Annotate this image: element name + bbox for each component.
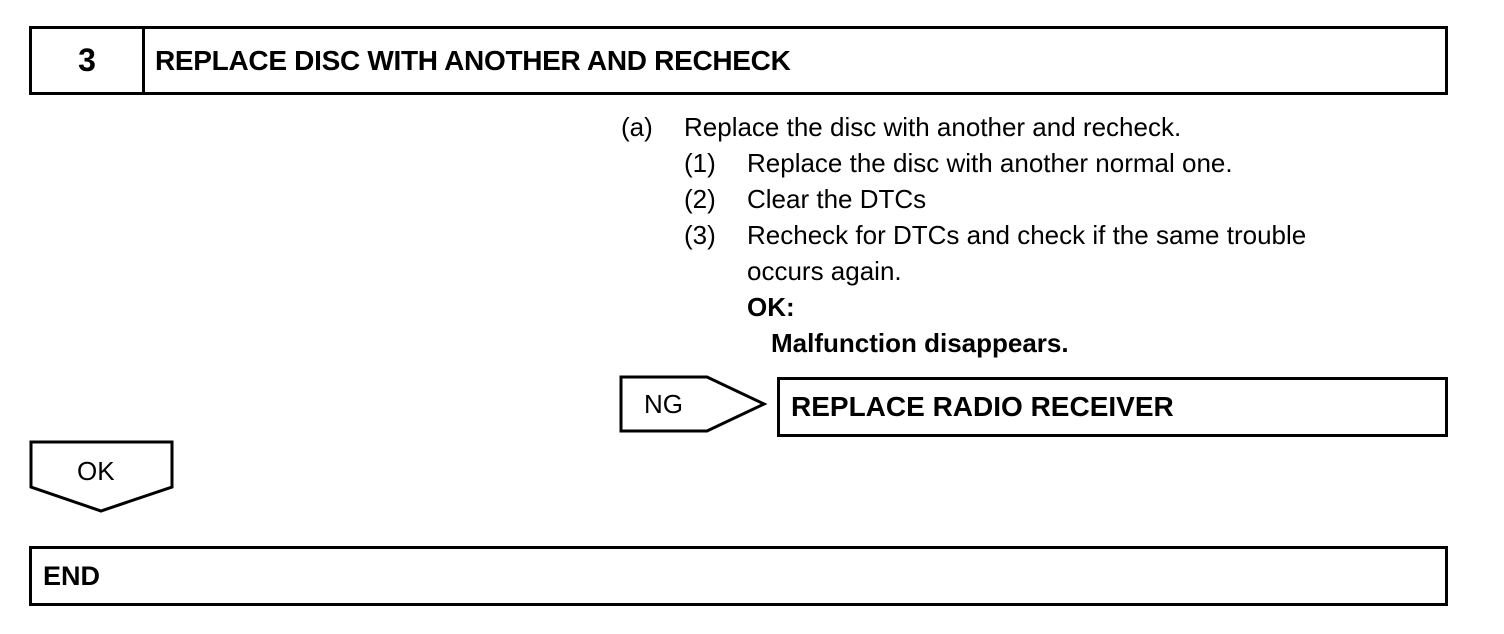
ng-action-box: REPLACE RADIO RECEIVER — [777, 377, 1448, 437]
end-label: END — [43, 560, 101, 591]
step-header: 3 REPLACE DISC WITH ANOTHER AND RECHECK — [29, 26, 1448, 95]
sub-step-3-text: Recheck for DTCs and check if the same t… — [747, 220, 1307, 250]
sub-step-1-marker: (1) — [684, 148, 716, 178]
ng-arrow-label: NG — [644, 389, 683, 419]
ok-arrow-label: OK — [77, 456, 115, 486]
sub-step-1-text: Replace the disc with another normal one… — [747, 148, 1233, 178]
sub-step-2-text: Clear the DTCs — [747, 184, 927, 214]
step-title: REPLACE DISC WITH ANOTHER AND RECHECK — [155, 44, 791, 76]
ok-criteria-result: Malfunction disappears. — [771, 328, 1069, 358]
item-a-text: Replace the disc with another and rechec… — [684, 112, 1182, 142]
ng-action-label: REPLACE RADIO RECEIVER — [791, 391, 1174, 422]
item-a-marker: (a) — [621, 112, 653, 142]
sub-step-3-continuation: occurs again. — [747, 256, 902, 286]
sub-step-3-marker: (3) — [684, 220, 716, 250]
ok-criteria-label: OK: — [747, 292, 795, 322]
step-number: 3 — [32, 29, 145, 92]
end-box: END — [29, 546, 1448, 606]
sub-step-2-marker: (2) — [684, 184, 716, 214]
